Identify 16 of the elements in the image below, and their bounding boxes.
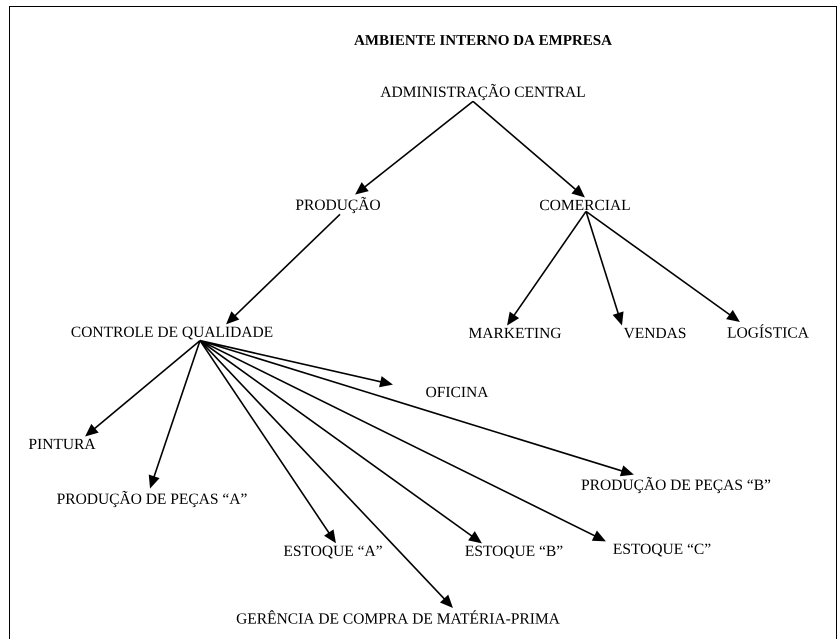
node-label: ESTOQUE “C” [613,544,710,556]
node-label: LOGÍSTICA [728,324,809,338]
node-label: ESTOQUE “A” [284,546,382,558]
node-label: ESTOQUE “B” [465,546,562,558]
node-label: VENDAS [624,328,686,338]
node-label: PRODUÇÃO [296,196,380,214]
node-label: PRODUÇÃO DE PEÇAS “A” [57,490,247,508]
node-label: ADMINISTRAÇÃO CENTRAL [380,84,585,100]
node-label: GERÊNCIA DE COMPRA DE MATÉRIA-PRIMA [236,610,560,624]
node-label: MARKETING [468,328,561,338]
node-label: PRODUÇÃO DE PEÇAS “B” [582,476,770,494]
node-label: COMERCIAL [540,200,630,210]
node-label: PINTURA [28,438,96,450]
node-label: OFICINA [426,386,488,398]
title: AMBIENTE INTERNO DA EMPRESA [354,34,612,46]
node-label: CONTROLE DE QUALIDADE [71,326,272,340]
